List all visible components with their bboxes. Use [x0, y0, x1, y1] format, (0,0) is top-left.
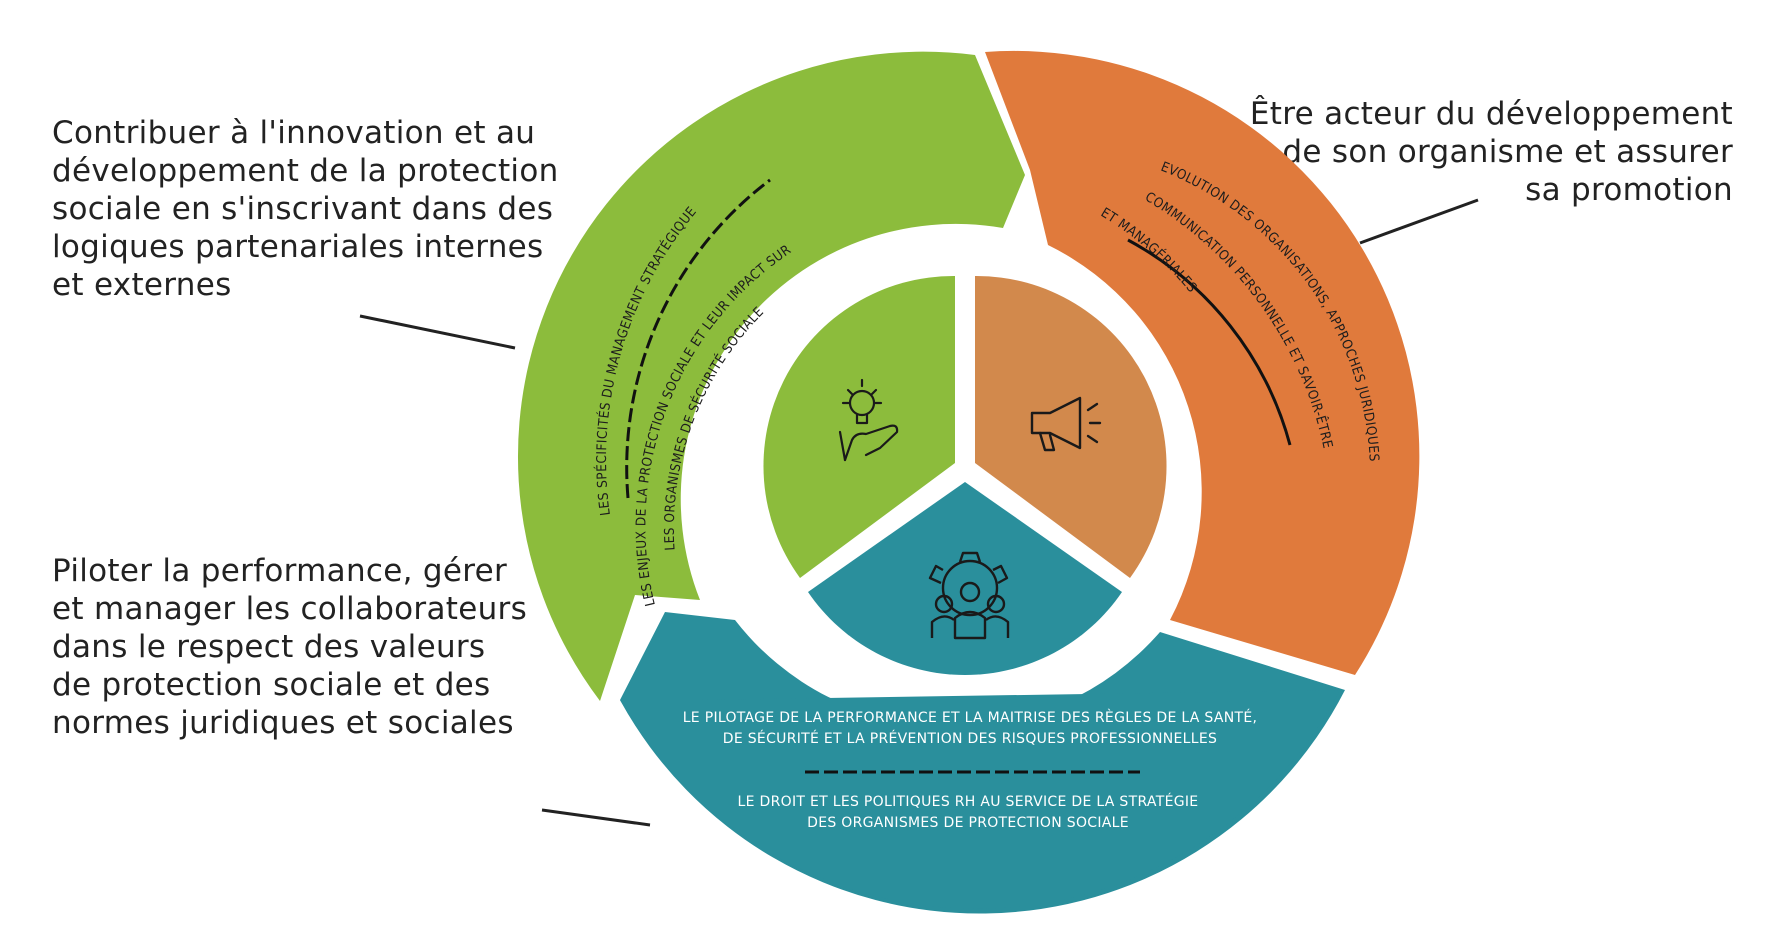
- teal-label-2a: LE DROIT ET LES POLITIQUES RH AU SERVICE…: [738, 793, 1199, 810]
- callout-line: dans le respect des valeurs: [52, 629, 486, 665]
- callout-line: Contribuer à l'innovation et au: [52, 115, 536, 151]
- outer-segment-green: [517, 51, 1025, 701]
- team-gear-icon: [928, 551, 1010, 640]
- orange-divider: [1127, 238, 1292, 446]
- callout-development: Être acteur du développement de son orga…: [1250, 95, 1733, 209]
- callout-line: logiques partenariales internes: [52, 229, 544, 265]
- teal-label-1a: LE PILOTAGE DE LA PERFORMANCE ET LA MAIT…: [683, 709, 1258, 726]
- connector-line-performance: [541, 808, 651, 827]
- inner-wedge-green: [763, 275, 955, 578]
- callout-line: sa promotion: [1525, 172, 1733, 208]
- connector-line-development: [1359, 198, 1479, 245]
- callout-line: de protection sociale et des: [52, 667, 491, 703]
- lightbulb-hand-icon: [838, 378, 899, 462]
- teal-label-1b: DE SÉCURITÉ ET LA PRÉVENTION DES RISQUES…: [723, 730, 1217, 747]
- callout-line: et externes: [52, 267, 232, 303]
- outer-segment-teal-band: [620, 690, 1340, 909]
- callout-line: Piloter la performance, gérer: [52, 553, 508, 589]
- inner-wedge-orange: [975, 275, 1167, 578]
- callout-line: sociale en s'inscrivant dans des: [52, 191, 554, 227]
- connector-line-innovation: [359, 314, 516, 350]
- callout-line: de son organisme et assurer: [1282, 134, 1733, 170]
- callout-performance: Piloter la performance, gérer et manager…: [52, 552, 542, 742]
- callout-line: développement de la protection: [52, 153, 559, 189]
- callout-line: Être acteur du développement: [1249, 96, 1733, 132]
- callout-line: et manager les collaborateurs: [52, 591, 528, 627]
- inner-wedge-teal: [808, 482, 1122, 675]
- outer-segment-orange: [985, 50, 1420, 676]
- teal-label-2b: DES ORGANISMES DE PROTECTION SOCIALE: [807, 815, 1129, 831]
- megaphone-icon: [1030, 396, 1102, 452]
- callout-innovation: Contribuer à l'innovation et au développ…: [52, 114, 559, 304]
- green-divider: [625, 178, 771, 499]
- callout-line: normes juridiques et sociales: [52, 705, 514, 741]
